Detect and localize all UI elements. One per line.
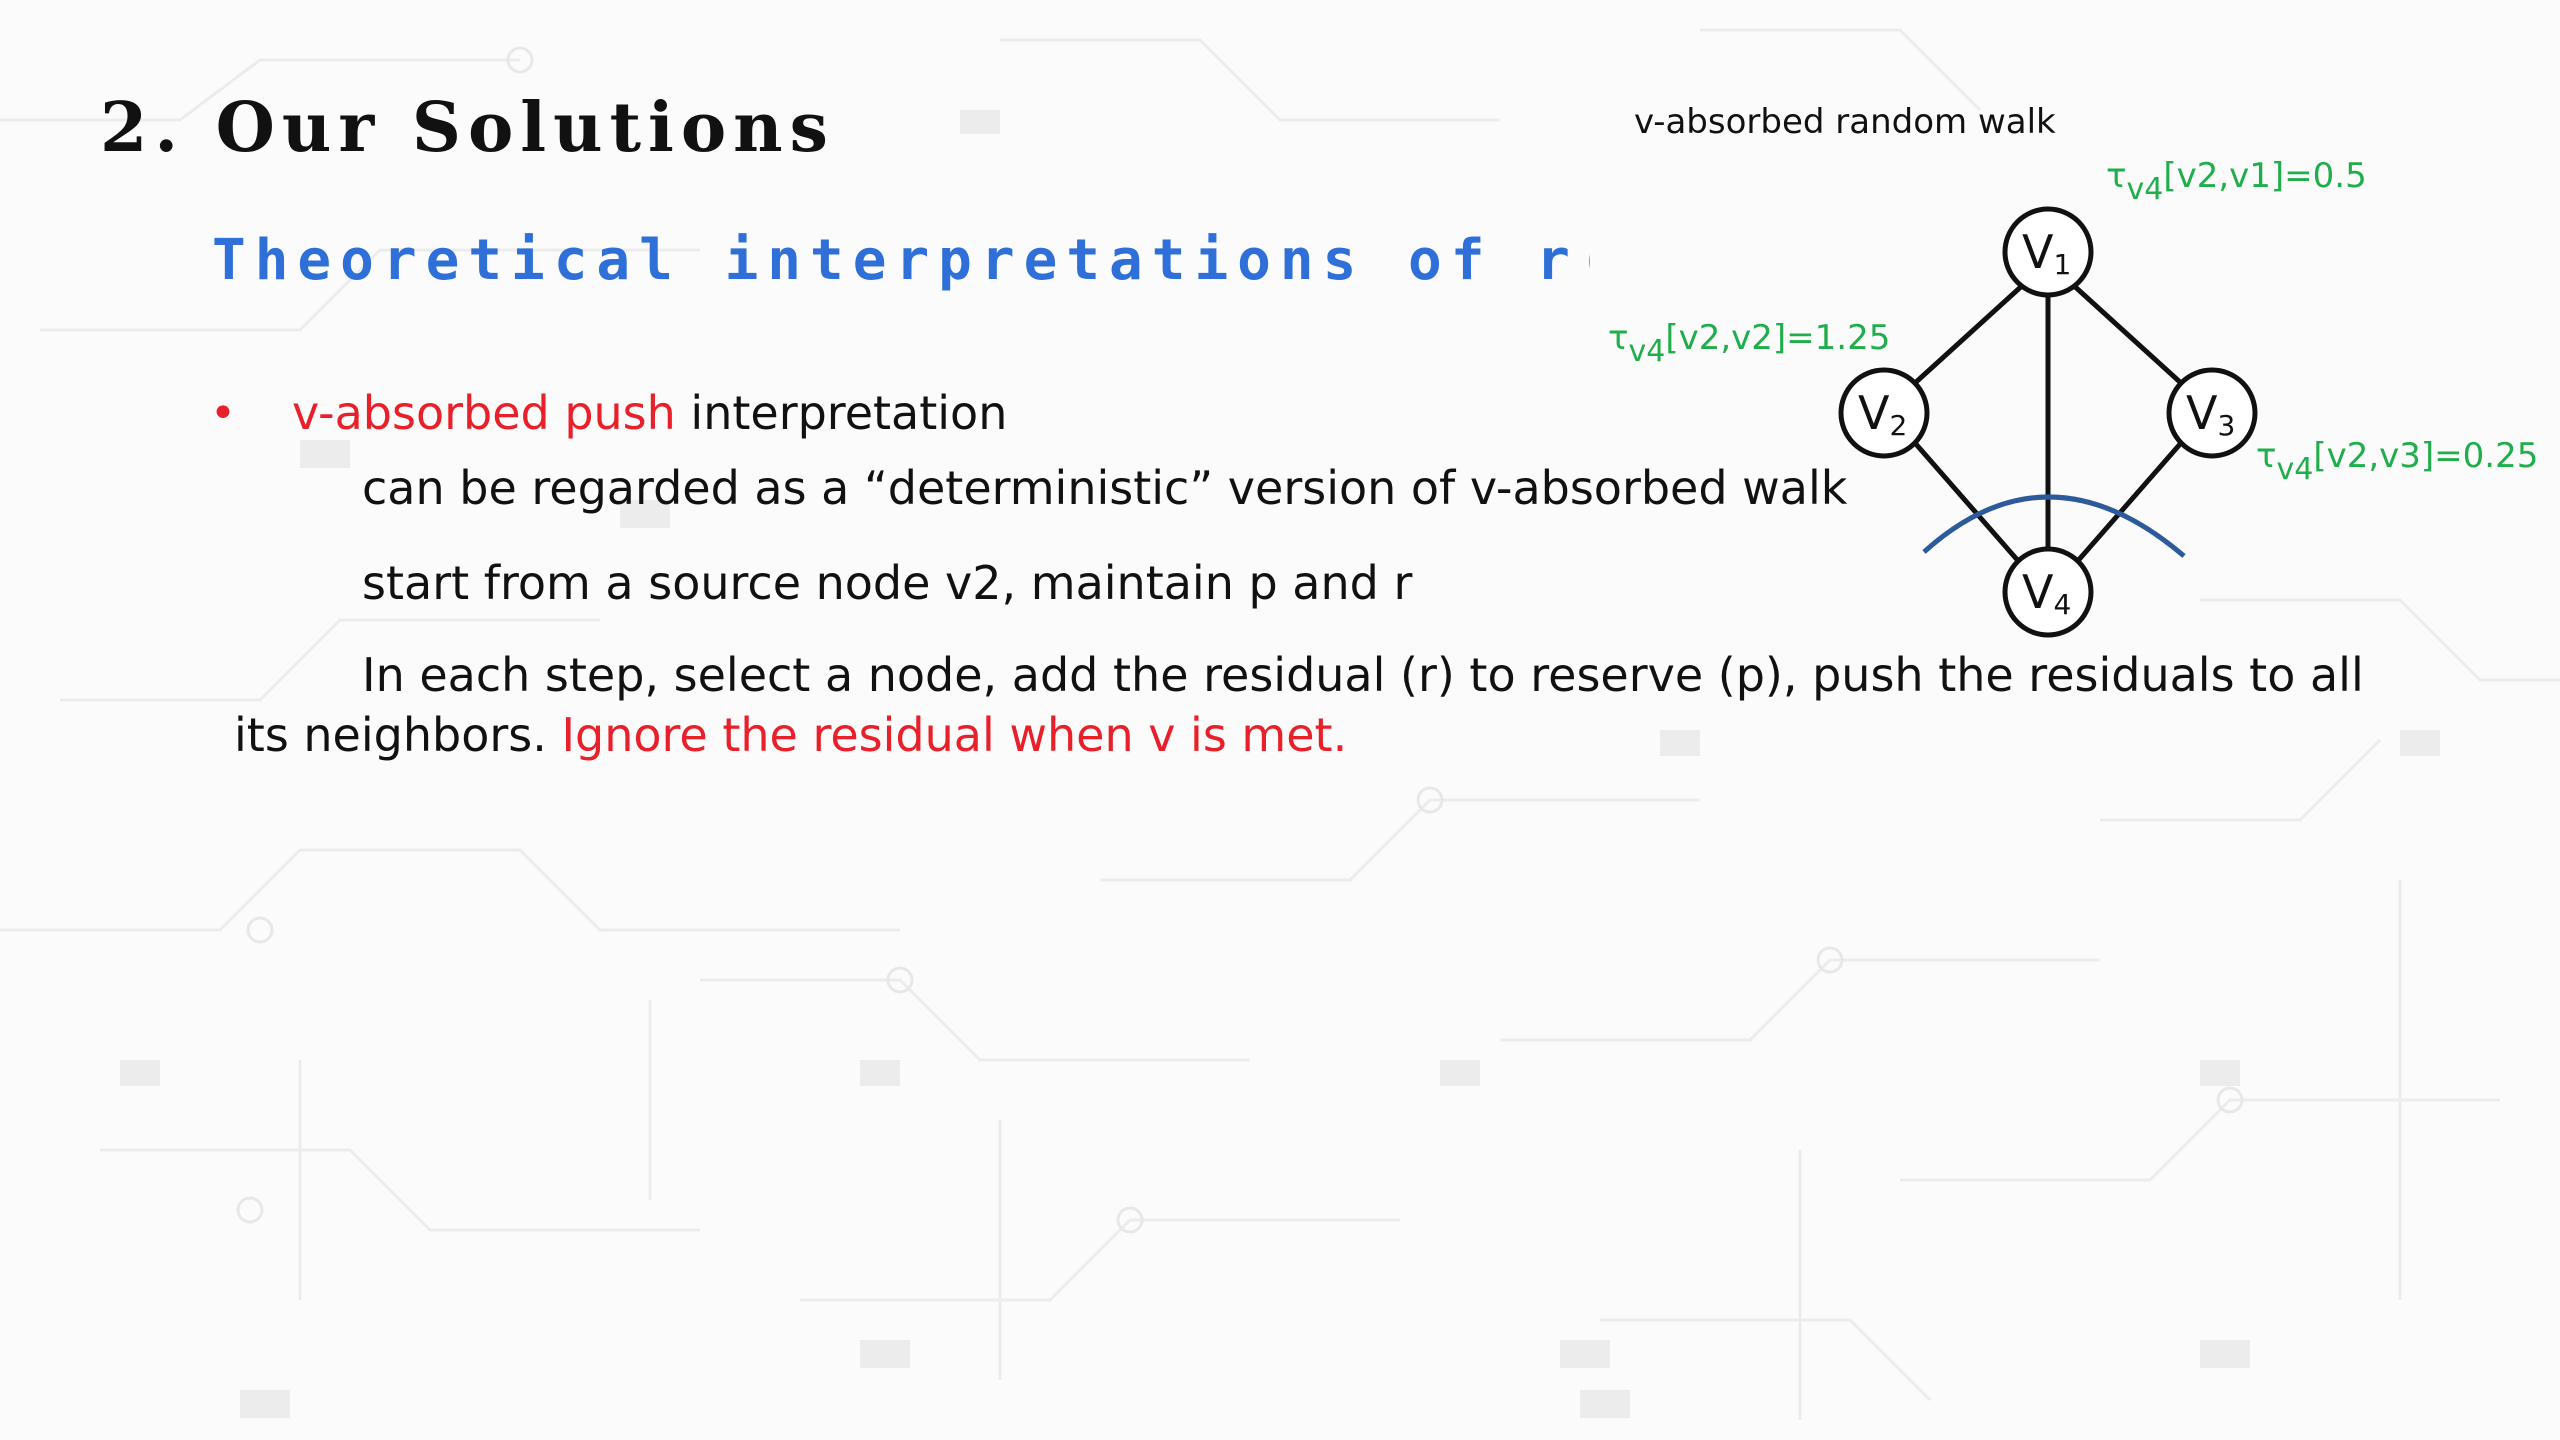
annotation-tau-v3: τv4[v2,v3]=0.25 bbox=[2256, 436, 2539, 487]
cut-curve bbox=[1922, 494, 2186, 558]
node-v3-circle bbox=[2166, 367, 2258, 459]
node-v3-label: V3 bbox=[2186, 386, 2235, 442]
node-v1-label: V1 bbox=[2022, 225, 2071, 281]
edge-v3-v4 bbox=[2074, 441, 2183, 565]
annotation-tau-v2: τv4[v2,v2]=1.25 bbox=[1608, 318, 1891, 369]
slide-subtitle: Theoretical interpretations of r(s,t) bbox=[212, 228, 1590, 293]
node-v2-label: V2 bbox=[1858, 386, 1907, 442]
text-line-deterministic: can be regarded as a “deterministic” ver… bbox=[362, 461, 1848, 515]
ignore-residual-text: Ignore the residual when v is met. bbox=[561, 708, 1348, 762]
node-v4-label: V4 bbox=[2022, 565, 2071, 621]
text-line-each-step: In each step, select a node, add the res… bbox=[362, 648, 2364, 702]
graph-caption: v-absorbed random walk bbox=[1634, 102, 2056, 142]
node-v1-circle bbox=[2002, 206, 2094, 298]
node-v2-circle bbox=[1838, 367, 1930, 459]
neighbors-text: its neighbors. bbox=[234, 708, 562, 762]
annotation-tau-v1: τv4[v2,v1]=0.5 bbox=[2106, 156, 2367, 207]
node-v4-circle bbox=[2002, 546, 2094, 638]
bullet-text: interpretation bbox=[675, 386, 1008, 440]
slide-title: 2. Our Solutions bbox=[100, 88, 835, 168]
bullet-marker: • bbox=[210, 388, 236, 439]
edge-v1-v3 bbox=[2070, 282, 2183, 385]
bullet-highlight: v-absorbed push bbox=[292, 386, 676, 440]
text-line-source-node: start from a source node v2, maintain p … bbox=[362, 556, 1413, 610]
edge-v2-v4 bbox=[1913, 441, 2022, 565]
bullet-line: v-absorbed push interpretation bbox=[292, 386, 1007, 440]
text-line-neighbors: its neighbors. Ignore the residual when … bbox=[234, 708, 1347, 762]
edge-v1-v2 bbox=[1913, 282, 2026, 385]
